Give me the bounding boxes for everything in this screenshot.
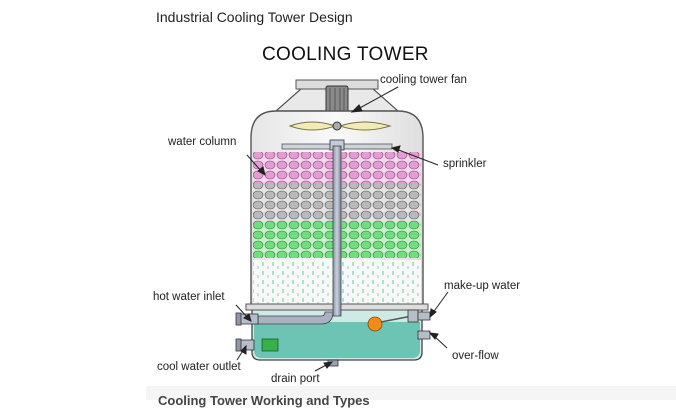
diagram-title: COOLING TOWER [262, 44, 429, 65]
label-cooling-tower-fan: cooling tower fan [380, 74, 467, 86]
label-hot-water-inlet: hot water inlet [153, 291, 225, 303]
leader-arrows [235, 86, 449, 372]
float-valve [367, 309, 419, 332]
bottom-strip [146, 386, 676, 400]
page-header: Industrial Cooling Tower Design [156, 9, 353, 25]
label-cool-water-outlet: cool water outlet [157, 361, 241, 373]
partial-caption: Cooling Tower Working and Types [158, 393, 370, 408]
fan-blades [288, 121, 392, 131]
outlet-strainer [261, 338, 279, 352]
label-sprinkler: sprinkler [443, 158, 487, 170]
label-water-column: water column [168, 136, 237, 148]
label-makeup-water: make-up water [444, 280, 521, 292]
label-drain-port: drain port [271, 373, 320, 385]
label-overflow: over-flow [452, 350, 499, 362]
